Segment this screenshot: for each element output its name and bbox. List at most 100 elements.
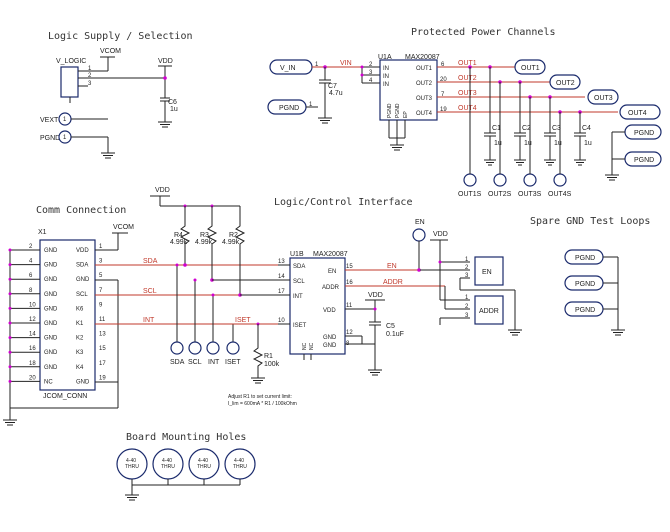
svg-text:PGND: PGND xyxy=(387,103,393,118)
svg-text:THRU: THRU xyxy=(161,464,175,470)
svg-text:15: 15 xyxy=(346,264,353,270)
svg-text:10: 10 xyxy=(278,318,285,324)
comm-right-pin-num: 3 xyxy=(99,259,103,265)
svg-text:14: 14 xyxy=(278,274,285,280)
svg-text:PGND: PGND xyxy=(575,281,595,288)
svg-text:THRU: THRU xyxy=(233,464,247,470)
svg-text:2: 2 xyxy=(465,304,469,310)
c2-ref: C2 xyxy=(522,125,531,132)
svg-text:1: 1 xyxy=(465,295,469,301)
svg-text:19: 19 xyxy=(440,107,447,113)
comm-left-pin-num: 16 xyxy=(29,346,36,352)
svg-text:PGND: PGND xyxy=(395,103,401,118)
comm-right-pin-name: K1 xyxy=(76,321,84,327)
addr-jumper[interactable] xyxy=(474,295,504,325)
comm-left-pin-num: 14 xyxy=(29,332,36,338)
svg-text:OUT4S: OUT4S xyxy=(548,191,572,198)
svg-text:11: 11 xyxy=(346,303,353,309)
svg-text:17: 17 xyxy=(278,289,285,295)
svg-text:THRU: THRU xyxy=(125,464,139,470)
comm-left-pin-num: 10 xyxy=(29,302,36,308)
out4-connector[interactable] xyxy=(619,104,661,120)
svg-text:EP: EP xyxy=(403,111,409,118)
svg-text:16: 16 xyxy=(346,280,353,286)
comm-left-pin-name: GND xyxy=(44,336,58,342)
comm-right-pin-num: 11 xyxy=(99,317,106,323)
out1s-testpoint[interactable] xyxy=(463,173,477,187)
svg-text:IN: IN xyxy=(383,82,389,88)
r4-ref: R4 xyxy=(174,232,183,239)
svg-text:1: 1 xyxy=(88,66,92,72)
comm-right-pin-name: K6 xyxy=(76,306,84,312)
vcom-label-comm: VCOM xyxy=(113,224,134,231)
comm-left-pin-num: 6 xyxy=(29,273,33,279)
scl-testpoint[interactable] xyxy=(188,341,202,355)
section-title-logic-supply: Logic Supply / Selection xyxy=(48,31,193,42)
r3-val: 4.99k xyxy=(195,239,213,246)
c3-val: 1u xyxy=(554,140,562,147)
sda-net: SDA xyxy=(143,258,158,265)
comm-left-pin-num: 20 xyxy=(29,375,36,381)
comm-left-pin-name: GND xyxy=(44,263,58,269)
svg-text:OUT1: OUT1 xyxy=(416,66,433,72)
pgnd-label-power: PGND xyxy=(279,105,299,112)
sda-testpoint[interactable] xyxy=(170,341,184,355)
out1-net: OUT1 xyxy=(458,60,477,67)
pgnd-label-supply: PGND xyxy=(40,135,60,142)
comm-left-pin-num: 12 xyxy=(29,317,36,323)
comm-connector-name: JCOM_CONN xyxy=(43,393,87,400)
out3s-testpoint[interactable] xyxy=(523,173,537,187)
vext-label: VEXT xyxy=(40,117,59,124)
comm-left-pin-name: GND xyxy=(44,321,58,327)
out4-net: OUT4 xyxy=(458,105,477,112)
vcom-label: VCOM xyxy=(100,48,121,55)
out4s-testpoint[interactable] xyxy=(553,173,567,187)
out1-connector[interactable] xyxy=(514,59,546,75)
out2-connector[interactable] xyxy=(549,74,581,90)
u1b-part: MAX20087 xyxy=(313,251,348,258)
r2-ref: R2 xyxy=(229,232,238,239)
vdd-label-jumpers: VDD xyxy=(433,231,448,238)
en-testpoint[interactable] xyxy=(412,228,426,242)
section-title-mounting: Board Mounting Holes xyxy=(126,432,246,443)
c7-ref: C7 xyxy=(328,83,337,90)
r3-ref: R3 xyxy=(200,232,209,239)
spare-gnd-block: PGND PGND PGND xyxy=(564,249,625,336)
svg-text:GND: GND xyxy=(323,335,337,341)
out3-net: OUT3 xyxy=(458,90,477,97)
svg-text:3: 3 xyxy=(88,81,92,87)
comm-left-pin-name: GND xyxy=(44,365,58,371)
svg-text:THRU: THRU xyxy=(197,464,211,470)
x1-ref: X1 xyxy=(38,229,47,236)
comm-right-pin-num: 15 xyxy=(99,346,106,352)
svg-text:PGND: PGND xyxy=(575,255,595,262)
out2s-testpoint[interactable] xyxy=(493,173,507,187)
int-testpoint[interactable] xyxy=(206,341,220,355)
v-in-label: V_IN xyxy=(280,65,296,72)
comm-left-pin-name: GND xyxy=(44,306,58,312)
r1-ref: R1 xyxy=(264,353,273,360)
svg-text:1: 1 xyxy=(309,102,313,108)
out3-connector[interactable] xyxy=(587,89,619,105)
svg-text:12: 12 xyxy=(346,330,353,336)
svg-text:PGND: PGND xyxy=(634,130,654,137)
u1a-ref: U1A xyxy=(378,54,392,61)
comm-block: X1 JCOM_CONN VCOM 2GND1VDD4GND3SDA6GND5G… xyxy=(3,224,278,426)
svg-text:1: 1 xyxy=(63,117,67,123)
comm-connector xyxy=(39,239,96,391)
en-jumper[interactable] xyxy=(474,256,504,286)
svg-text:2: 2 xyxy=(369,62,373,68)
svg-text:OUT3: OUT3 xyxy=(416,96,433,102)
comm-rows: 2GND1VDD4GND3SDA6GND5GND8GND7SCL10GND9K6… xyxy=(8,244,106,385)
svg-text:OUT2: OUT2 xyxy=(556,80,575,87)
iset-testpoint[interactable] xyxy=(226,341,240,355)
vdd-label-c5: VDD xyxy=(368,292,383,299)
svg-text:4-40: 4-40 xyxy=(234,458,244,464)
svg-text:OUT3S: OUT3S xyxy=(518,191,542,198)
vin-net-label: VIN xyxy=(340,60,352,67)
svg-text:SDA: SDA xyxy=(293,264,305,270)
svg-text:4-40: 4-40 xyxy=(198,458,208,464)
